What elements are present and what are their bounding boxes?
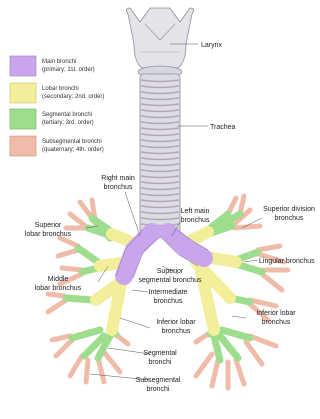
label-subsegmental-bronchi-1: Subsegmental [136,377,181,384]
legend-swatch-subsegmental [10,136,36,156]
larynx-illustration [126,8,193,78]
legend: Main bronchi (primary; 1st. order) Lobar… [10,56,104,156]
label-intermediate-2: bronchus [154,298,183,305]
label-segmental-bronchi-2: bronchi [149,359,172,366]
label-inferior-lobar-right-2: bronchus [162,328,191,335]
trachea-illustration [140,74,180,234]
legend-main-title: Main bronchi [42,59,76,65]
label-left-main-bronchus-1: Left main [181,208,210,215]
legend-subsegmental-detail: (quaternary; 4th. order) [42,147,104,153]
label-superior-segmental-1: Superior [157,268,184,275]
label-inferior-lobar-left-2: bronchus [262,319,291,326]
label-superior-lobar-2: lobar bronchus [25,231,72,238]
label-inferior-lobar-left-1: Inferior lobar [256,310,296,317]
label-inferior-lobar-right-1: Inferior lobar [156,319,196,326]
label-superior-segmental-2: segmental bronchus [138,277,202,284]
label-lingular: Lingular bronchus [259,258,315,265]
label-right-main-bronchus-2: bronchus [104,184,133,191]
label-right-main-bronchus-1: Right main [101,175,135,182]
label-intermediate-1: Intermediate [149,289,188,296]
legend-subsegmental-title: Subsegmental bronchi [42,139,102,145]
label-superior-division-2: bronchus [275,215,304,222]
label-middle-lobar-2: lobar bronchus [35,285,82,292]
label-subsegmental-bronchi-2: bronchi [147,386,170,393]
legend-swatch-lobar [10,83,36,103]
label-superior-division-1: Superior division [263,206,315,213]
legend-main-detail: (primary; 1st. order) [42,67,95,73]
label-superior-lobar-1: Superior [35,222,62,229]
label-larynx: Larynx [201,42,223,49]
label-trachea: Trachea [210,124,236,131]
legend-lobar-title: Lobar bronchi [42,86,79,92]
label-middle-lobar-1: Middle [48,276,69,283]
legend-swatch-segmental [10,109,36,129]
legend-segmental-title: Segmental bronchi [42,112,92,118]
label-segmental-bronchi-1: Segmental [143,350,177,357]
legend-segmental-detail: (tertiary; 3rd. order) [42,120,94,126]
label-left-main-bronchus-2: bronchus [181,217,210,224]
legend-lobar-detail: (secondary; 2nd. order) [42,94,104,100]
legend-swatch-main [10,56,36,76]
